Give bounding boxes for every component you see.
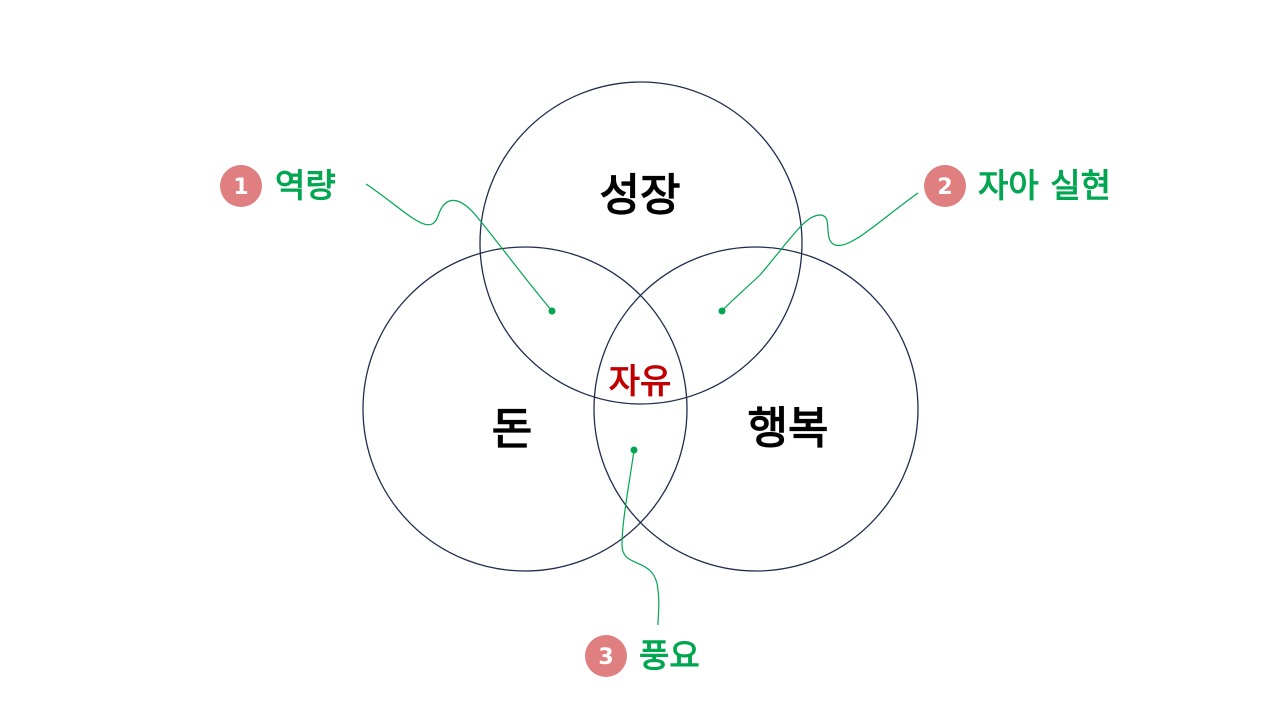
callout-2-label: 자아 실현 [978,166,1111,205]
callout-2-anchor-dot [718,307,726,315]
center-label-freedom: 자유 [609,362,672,402]
circle-growth [479,81,803,405]
callout-3-connector [621,449,660,626]
circle-label-happiness: 행복 [748,403,829,454]
callout-1: 1 역량 [220,165,336,207]
callout-3: 3 풍요 [585,635,700,677]
circle-label-money: 돈 [492,404,532,455]
circle-money [362,246,688,572]
callout-2: 2 자아 실현 [924,165,1111,207]
callout-1-badge [220,165,262,207]
circle-label-growth: 성장 [600,170,681,221]
callout-3-anchor-dot [630,446,638,454]
circle-happiness [593,246,919,572]
callout-3-label: 풍요 [639,636,700,675]
callout-1-connector [365,183,553,312]
callout-2-badge [924,165,966,207]
callout-1-number: 1 [233,175,248,200]
callout-2-number: 2 [937,175,952,200]
callout-2-connector [721,192,919,312]
callout-3-number: 3 [598,645,613,670]
callout-1-label: 역량 [275,166,336,205]
callout-1-anchor-dot [548,307,556,315]
callout-3-badge [585,635,627,677]
